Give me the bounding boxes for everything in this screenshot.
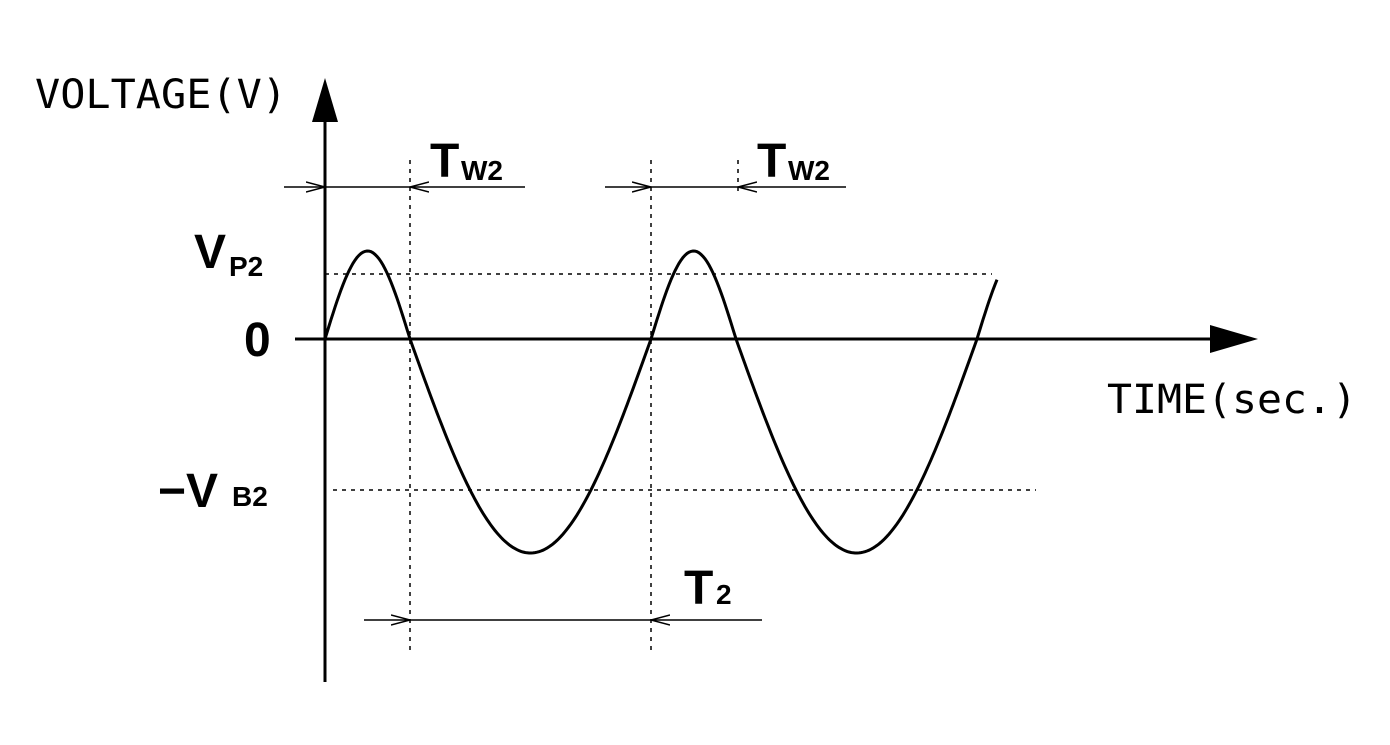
period-subscript: 2 xyxy=(716,579,732,610)
zero-level-label: 0 xyxy=(244,314,271,367)
pulse-width-1-subscript: W2 xyxy=(461,155,503,186)
x-axis-title: TIME(sec.) xyxy=(1107,377,1357,423)
peak-level-subscript: P2 xyxy=(229,251,263,282)
peak-level-label: V xyxy=(194,226,226,279)
pulse-width-2-subscript: W2 xyxy=(788,155,830,186)
y-axis-arrowhead xyxy=(312,78,338,122)
pulse-width-1-label: T xyxy=(430,135,459,188)
voltage-waveform xyxy=(325,251,997,553)
x-axis-arrowhead xyxy=(1210,325,1258,353)
y-axis-title: VOLTAGE(V) xyxy=(35,72,287,118)
period-label: T xyxy=(684,562,713,615)
bottom-level-subscript: B2 xyxy=(232,481,268,512)
bottom-level-label: −V xyxy=(158,465,218,518)
pulse-width-2-label: T xyxy=(757,135,786,188)
